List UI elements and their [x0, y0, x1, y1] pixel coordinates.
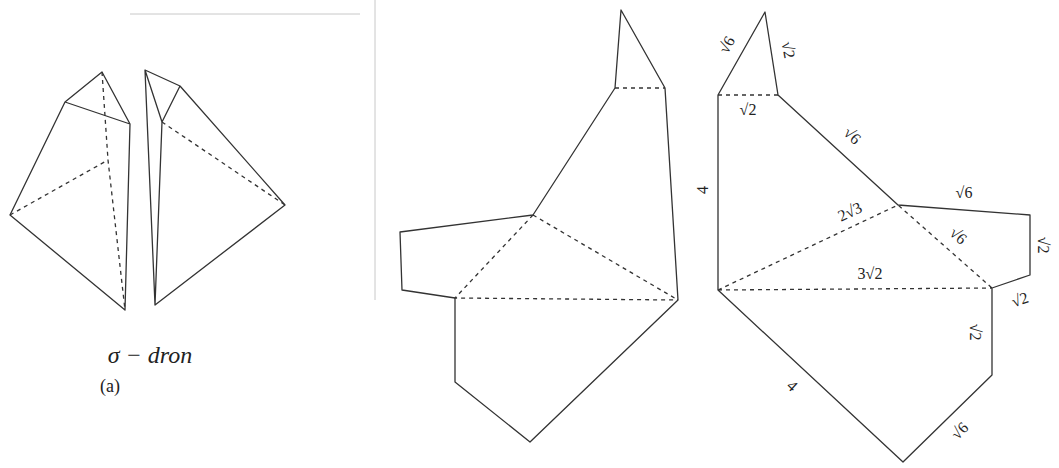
plain-net — [400, 10, 678, 442]
dimension-label: √2 — [779, 40, 798, 59]
panel-letter: (a) — [100, 377, 120, 395]
dimension-label: √6 — [840, 124, 863, 147]
hidden-edges — [162, 122, 285, 205]
solid-edges — [10, 72, 130, 310]
dimension-label: √6 — [948, 419, 971, 442]
fold-lines — [455, 88, 678, 300]
net-outline — [718, 12, 1030, 462]
dimension-label: 3√2 — [858, 266, 883, 282]
dimension-label: √6 — [716, 34, 738, 57]
dimension-label: √2 — [1009, 290, 1030, 311]
panel-frame — [130, 0, 375, 300]
figure-caption: σ − dron — [108, 343, 192, 367]
dimension-label: 2√3 — [835, 200, 864, 225]
net-outline — [400, 10, 678, 442]
dimension-label: 4 — [695, 186, 711, 194]
dimension-label: √2 — [1035, 237, 1051, 254]
dimension-label: √6 — [956, 185, 973, 201]
split-solid — [10, 70, 285, 310]
frame-line — [375, 0, 376, 300]
frame-line — [130, 14, 360, 15]
hidden-edges — [10, 72, 125, 310]
dimensioned-net — [718, 12, 1030, 462]
dimension-label: 4 — [784, 377, 801, 394]
dimension-label: √2 — [740, 102, 757, 118]
solid-edges — [145, 70, 285, 305]
dimension-label: √2 — [967, 324, 983, 341]
dimension-label: √6 — [946, 224, 969, 247]
fold-lines — [718, 95, 992, 290]
